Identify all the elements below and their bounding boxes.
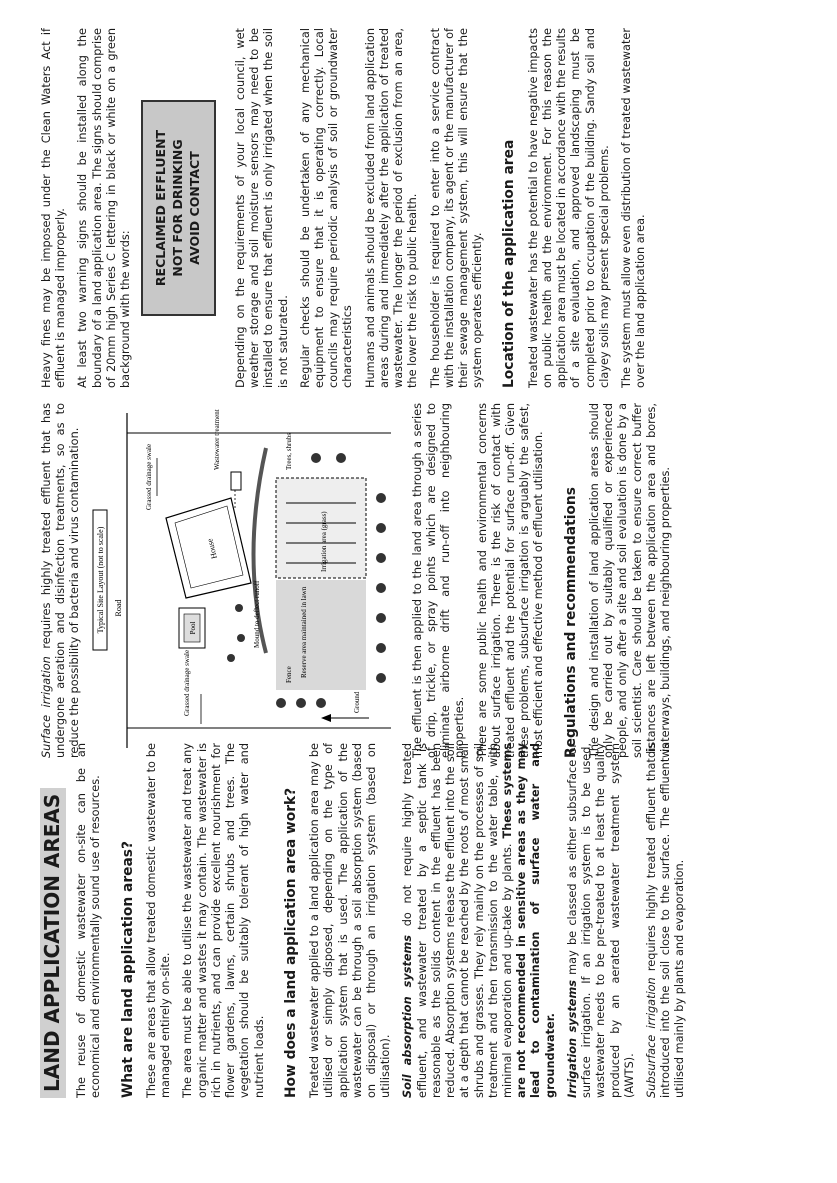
reserve-area-label: Reserve area maintained in lawn bbox=[300, 586, 308, 678]
mound-label: Mound to deflect runoff bbox=[253, 580, 261, 648]
subsurface-paragraph: Subsurface irrigation requires highly tr… bbox=[644, 743, 687, 1098]
fence-label: Fence bbox=[285, 666, 293, 683]
what-paragraph-1: These are areas that allow treated domes… bbox=[145, 743, 173, 1098]
regulations-paragraph-1: The design and installation of land appl… bbox=[588, 403, 673, 758]
soil-absorption-term: Soil absorption systems bbox=[401, 934, 415, 1098]
pool-label: Pool bbox=[189, 622, 197, 635]
regulations-paragraph-3: At least two warning signs should be ins… bbox=[76, 28, 133, 388]
tree-icons bbox=[226, 453, 386, 708]
wastewater-label: Wastewater treatment bbox=[213, 409, 221, 470]
heading-location: Location of the application area bbox=[501, 139, 518, 388]
swale-right-label: Grassed drainage swale bbox=[145, 444, 153, 510]
road-label: Road bbox=[114, 600, 123, 617]
column-3: Heavy fines may be imposed under the Cle… bbox=[40, 28, 800, 388]
intro-paragraph: The reuse of domestic wastewater on-site… bbox=[75, 743, 103, 1098]
warning-sign: RECLAIMED EFFLUENT NOT FOR DRINKING AVOI… bbox=[141, 100, 216, 316]
regulations-paragraph-6: Humans and animals should be excluded fr… bbox=[363, 28, 420, 388]
regulations-paragraph-4: Depending on the requirements of your lo… bbox=[233, 28, 290, 388]
location-paragraph-2: The system must allow even distribution … bbox=[620, 28, 648, 388]
heading-how: How does a land application area work? bbox=[282, 787, 299, 1098]
page-title: LAND APPLICATION AREAS bbox=[40, 743, 66, 1098]
site-layout-diagram: Typical Site Layout (not to scale) Road … bbox=[92, 409, 391, 748]
surface-irrigation-paragraph: Surface irrigation requires highly treat… bbox=[40, 403, 82, 758]
what-paragraph-2: The area must be able to utilise the was… bbox=[181, 743, 266, 1098]
column-1: LAND APPLICATION AREAS The reuse of dome… bbox=[40, 743, 800, 1098]
irrigation-area-label: Irrigation area (grass) bbox=[320, 511, 328, 572]
ground-slope-label: Ground Slope bbox=[353, 674, 361, 713]
column-2: Surface irrigation requires highly treat… bbox=[40, 403, 800, 758]
col2-paragraph-2: There are some public health and environ… bbox=[475, 403, 546, 758]
regulations-paragraph-7: The householder is required to enter int… bbox=[428, 28, 485, 388]
heading-regulations: Regulations and recommendations bbox=[562, 487, 579, 758]
diagram-title: Typical Site Layout (not to scale) bbox=[96, 526, 105, 633]
col2-paragraph-1: The effluent is then applied to the land… bbox=[410, 403, 467, 758]
heading-what: What are land application areas? bbox=[119, 840, 136, 1098]
regulations-paragraph-2: Heavy fines may be imposed under the Cle… bbox=[40, 28, 68, 388]
how-paragraph-1: Treated wastewater applied to a land app… bbox=[308, 743, 393, 1098]
location-paragraph-1: Treated wastewater has the potential to … bbox=[526, 28, 611, 388]
irrigation-term: Irrigation systems bbox=[565, 980, 579, 1098]
surface-irrigation-term: Surface irrigation bbox=[40, 656, 53, 758]
swale-left-label: Grassed drainage swale bbox=[183, 650, 191, 716]
soil-absorption-paragraph: Soil absorption systems do not require h… bbox=[401, 743, 557, 1098]
subsurface-term: Subsurface irrigation bbox=[644, 977, 658, 1098]
trees-label: Trees, shrubs bbox=[285, 433, 293, 470]
irrigation-paragraph: Irrigation systems may be classed as eit… bbox=[565, 743, 636, 1098]
regulations-paragraph-5: Regular checks should be undertaken of a… bbox=[298, 28, 355, 388]
